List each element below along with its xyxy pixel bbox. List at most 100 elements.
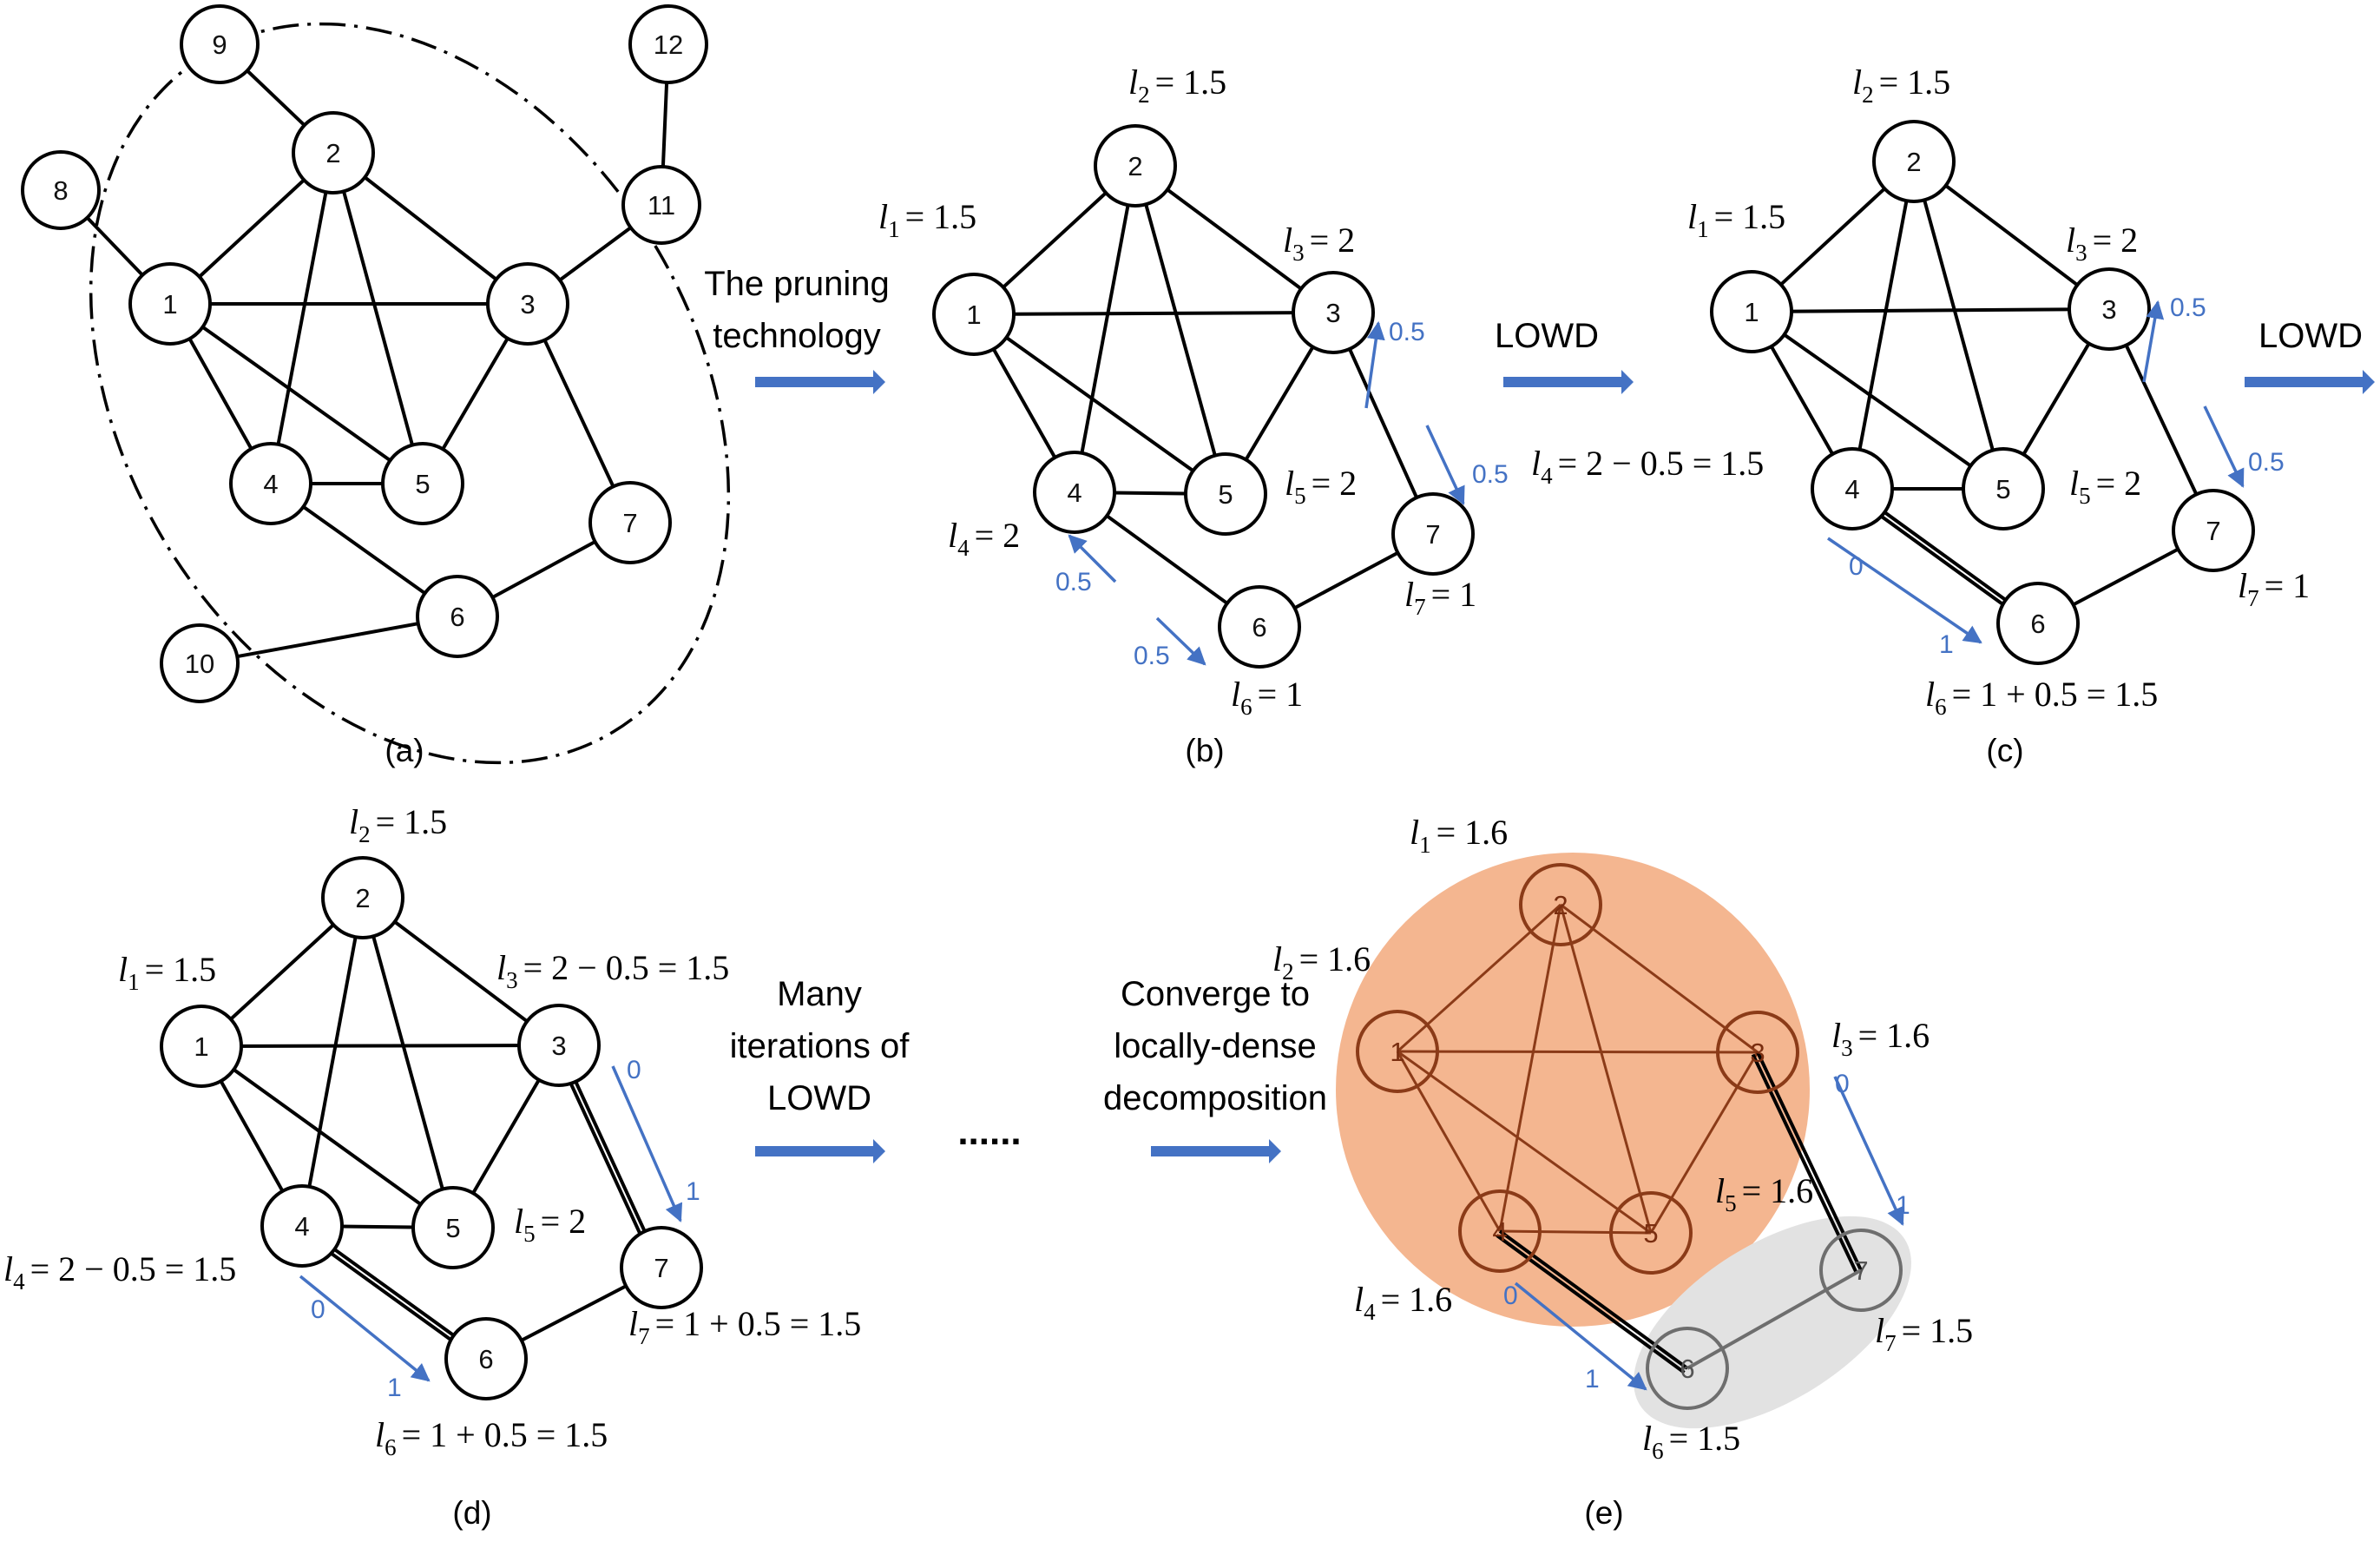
node-label: 8 xyxy=(53,175,68,206)
node-e-5: 5 xyxy=(1609,1191,1693,1275)
node-label: 7 xyxy=(1425,519,1440,550)
flow-value-e-2: 0 xyxy=(1503,1282,1518,1310)
edge-1-2 xyxy=(1396,903,1562,1053)
node-e-6: 6 xyxy=(1646,1327,1729,1410)
panel-caption: (e) xyxy=(1584,1495,1623,1531)
density-label-d-6: l6= 1 + 0.5 = 1.5 xyxy=(375,1415,608,1460)
node-b-5: 5 xyxy=(1184,452,1267,536)
node-label: 5 xyxy=(1995,474,2010,504)
density-label-e-5: l5= 1.6 xyxy=(1715,1171,1813,1216)
node-d-7: 7 xyxy=(620,1226,703,1309)
panel-d-labels: l1= 1.5l2= 1.5l3= 2 − 0.5 = 1.5l4= 2 − 0… xyxy=(3,802,861,1531)
node-b-4: 4 xyxy=(1033,451,1116,534)
flow-arrow-d-0 xyxy=(611,1065,683,1222)
flow-arrow-b-0 xyxy=(1364,320,1385,409)
node-label: 7 xyxy=(2206,516,2220,546)
edge-1-5 xyxy=(1397,1050,1652,1235)
panel-e-labels: l1= 1.6l2= 1.6l3= 1.6l4= 1.6l5= 1.6l6= 1… xyxy=(1272,813,1973,1531)
node-label: 4 xyxy=(294,1211,309,1242)
node-label: 7 xyxy=(1853,1255,1868,1286)
node-label: 12 xyxy=(654,30,683,60)
step-2: LOWD xyxy=(2245,317,2375,394)
node-label: 3 xyxy=(1325,298,1340,328)
edge-3-5 xyxy=(1649,1051,1759,1234)
density-label-c-1: l1= 1.5 xyxy=(1687,197,1785,242)
flow-arrow-d-2 xyxy=(299,1275,431,1382)
density-label-e-7: l7= 1.5 xyxy=(1875,1311,1973,1356)
edge-2-5 xyxy=(361,897,455,1229)
node-c-1: 1 xyxy=(1710,270,1793,353)
panel-caption: (c) xyxy=(1986,733,2023,768)
edge-1-3 xyxy=(1751,307,2110,313)
node-b-6: 6 xyxy=(1218,585,1301,669)
node-label: 4 xyxy=(1492,1216,1507,1247)
node-label: 2 xyxy=(1553,890,1568,920)
step-arrow xyxy=(755,370,885,394)
step-text-line: locally-dense xyxy=(1114,1027,1316,1065)
density-label-e-4: l4= 1.6 xyxy=(1354,1280,1452,1325)
edge-2-4 xyxy=(269,152,335,484)
edge-1-3 xyxy=(973,311,1334,316)
node-label: 1 xyxy=(194,1031,208,1062)
step-text-line: Many xyxy=(777,975,862,1013)
node-label: 6 xyxy=(478,1344,493,1374)
density-label-d-2: l2= 1.5 xyxy=(349,802,447,847)
density-label-c-6: l6= 1 + 0.5 = 1.5 xyxy=(1925,675,2158,720)
density-label-c-7: l7= 1 xyxy=(2238,566,2310,611)
edge-2-4 xyxy=(1498,904,1562,1232)
node-label: 3 xyxy=(551,1031,566,1061)
step-text-line: technology xyxy=(713,317,880,355)
node-label: 1 xyxy=(1744,297,1759,327)
node-c-6: 6 xyxy=(1996,582,2080,665)
step-1: LOWD xyxy=(1495,317,1634,394)
step-arrow xyxy=(1151,1139,1281,1163)
flow-arrow-c-2 xyxy=(1827,537,1982,644)
flow-arrow-e-2 xyxy=(1514,1282,1647,1391)
node-b-3: 3 xyxy=(1292,271,1375,354)
node-e-7: 7 xyxy=(1819,1229,1903,1312)
node-c-4: 4 xyxy=(1811,447,1894,530)
flow-arrow-c-1 xyxy=(2203,405,2245,488)
density-label-e-1: l1= 1.6 xyxy=(1410,813,1508,858)
node-a-4: 4 xyxy=(229,442,312,525)
flow-value-e-1: 1 xyxy=(1896,1191,1910,1220)
edge-4-5 xyxy=(1499,1229,1652,1235)
node-c-3: 3 xyxy=(2068,267,2151,351)
density-label-d-1: l1= 1.5 xyxy=(118,950,216,995)
flow-arrow-b-2 xyxy=(1068,534,1117,583)
density-label-b-6: l6= 1 xyxy=(1231,675,1303,720)
step-arrow xyxy=(1503,370,1634,394)
density-label-b-7: l7= 1 xyxy=(1404,575,1476,620)
node-label: 6 xyxy=(2030,609,2045,639)
edge-1-4 xyxy=(1396,1051,1502,1232)
edge-6-7 xyxy=(1686,1268,1862,1370)
step-text-line: Converge to xyxy=(1121,975,1310,1013)
density-label-d-4: l4= 2 − 0.5 = 1.5 xyxy=(3,1249,236,1295)
panel-c xyxy=(1750,160,2215,629)
step-text-line: LOWD xyxy=(2258,317,2363,355)
edge-1-3 xyxy=(201,1044,560,1048)
edge-2-5 xyxy=(1134,165,1227,495)
density-label-c-2: l2= 1.5 xyxy=(1852,63,1950,108)
panel-c-labels: l1= 1.5l2= 1.5l3= 2l4= 2 − 0.5 = 1.5l5= … xyxy=(1531,63,2310,768)
edge-2-4 xyxy=(1851,161,1916,490)
node-label: 9 xyxy=(212,30,227,60)
flow-value-b-1: 0.5 xyxy=(1472,460,1509,489)
node-label: 2 xyxy=(325,138,340,168)
node-a-8: 8 xyxy=(21,150,101,230)
node-c-7: 7 xyxy=(2172,489,2255,572)
flow-arrow-b-1 xyxy=(1425,425,1465,505)
node-label: 4 xyxy=(1844,474,1859,504)
density-label-e-2: l2= 1.6 xyxy=(1272,939,1371,985)
node-label: 7 xyxy=(622,508,637,538)
node-a-2: 2 xyxy=(292,111,375,194)
node-label: 3 xyxy=(2101,294,2116,325)
flow-value-c-1: 0.5 xyxy=(2248,448,2285,477)
edge-6-10 xyxy=(199,615,458,665)
flow-arrow-e-0 xyxy=(1833,1076,1904,1226)
flow-value-c-3: 1 xyxy=(1939,630,1954,659)
edge-1-5 xyxy=(168,302,424,485)
